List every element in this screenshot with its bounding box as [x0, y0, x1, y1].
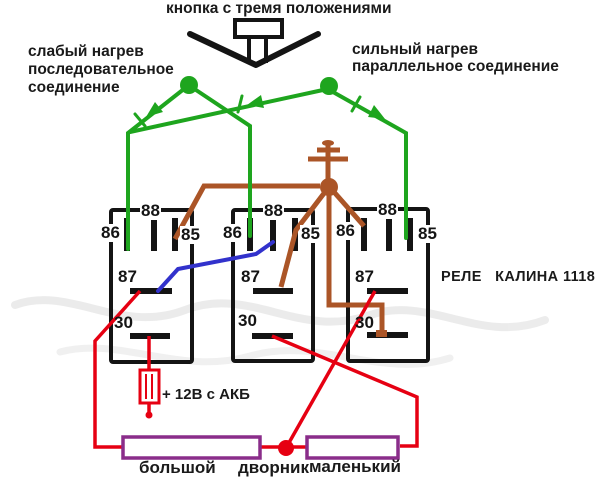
switch-common-left	[180, 76, 198, 94]
note-weak-heat-1: слабый нагрев	[28, 43, 144, 60]
big-resistor-label: большой	[139, 458, 216, 477]
relay2-pin-87: 87	[241, 267, 260, 286]
fuse-symbol	[138, 368, 161, 405]
relay1-contact-87	[130, 288, 172, 294]
wire-dot-to-relay3-87	[284, 290, 377, 449]
relay1-pin-88: 88	[140, 201, 161, 220]
three-position-button	[187, 18, 321, 68]
relay3-pin-30: 30	[355, 313, 374, 332]
wire-relay2-30-to-small-resistor	[271, 334, 419, 448]
green-wires	[126, 83, 408, 251]
note-weak-heat-2: последовательное	[28, 61, 174, 78]
relay2-contact-87	[253, 288, 293, 294]
diagram-title: кнопка с тремя положениями	[166, 0, 392, 17]
relay2-pin-30: 30	[238, 311, 257, 330]
green-fills	[146, 76, 385, 119]
brown-wires	[172, 145, 385, 334]
relay2-pin-88: 88	[263, 201, 284, 220]
relay3-pin-86: 86	[335, 221, 356, 240]
relay2-pin-86: 86	[222, 223, 243, 242]
red-wires	[93, 289, 419, 449]
battery-label: + 12В с АКБ	[162, 386, 250, 403]
wire-right-throw-to-relay3-85	[331, 90, 408, 240]
switch-arrow-left	[146, 102, 163, 117]
small-resistor-label: маленький	[309, 457, 401, 476]
relay1-pin-86: 86	[100, 223, 121, 242]
blue-wire-relay1-87-to-relay2-88	[156, 240, 275, 293]
contact-tick-left	[133, 112, 147, 128]
relay3-pin-88: 88	[377, 200, 398, 219]
wire-node-to-relay3-30	[326, 195, 385, 334]
wire-node-to-relay3-86	[332, 190, 366, 228]
wiper-label: дворник	[238, 458, 310, 477]
junction-node	[320, 178, 338, 196]
contact-tick-middle	[236, 94, 244, 114]
brown-fills	[320, 140, 387, 337]
relay2-pin-85: 85	[300, 224, 321, 243]
wire-node-to-relay2-85-87	[278, 190, 327, 288]
small-resistor	[305, 435, 400, 460]
ground-symbol-top	[322, 140, 334, 146]
red-fills	[145, 411, 294, 456]
relay3-30-wire-cap	[376, 330, 387, 337]
switch-common-right	[320, 77, 338, 95]
relay1-pin-87: 87	[118, 267, 137, 286]
battery-terminal	[145, 411, 153, 419]
relay1-pin-30: 30	[114, 313, 133, 332]
contact-tick-right	[350, 95, 362, 113]
watermark	[11, 296, 549, 368]
note-strong-heat-2: параллельное соединение	[352, 58, 559, 75]
wire-node-to-relay1-85	[172, 183, 320, 241]
wire-left-throw-to-relay1-86	[126, 83, 191, 251]
relay3-contact-87	[367, 288, 408, 294]
relay1-pin-85: 85	[180, 225, 201, 244]
relay3-pin-85: 85	[417, 224, 438, 243]
wire-right-throw-to-junction	[128, 88, 325, 134]
wire-relay1-87-to-big-resistor	[93, 289, 142, 449]
button-cap	[233, 18, 284, 39]
relay-boxes	[109, 207, 430, 364]
relay-type-caption: РЕЛЕ КАЛИНА 1118	[441, 269, 596, 285]
wiper-connection-dot	[278, 440, 294, 456]
big-resistor	[121, 435, 262, 460]
wiper-resistors	[121, 435, 400, 460]
note-strong-heat-1: сильный нагрев	[352, 41, 479, 58]
note-weak-heat-3: соединение	[28, 79, 120, 96]
wire-left-throw-to-relay2-86	[191, 86, 252, 238]
relay3-pin-87: 87	[355, 267, 374, 286]
relay3-contact-30	[367, 332, 408, 338]
switch-arrow-middle	[247, 95, 264, 108]
switch-arrow-right	[368, 105, 385, 119]
button-rocker	[187, 31, 321, 68]
